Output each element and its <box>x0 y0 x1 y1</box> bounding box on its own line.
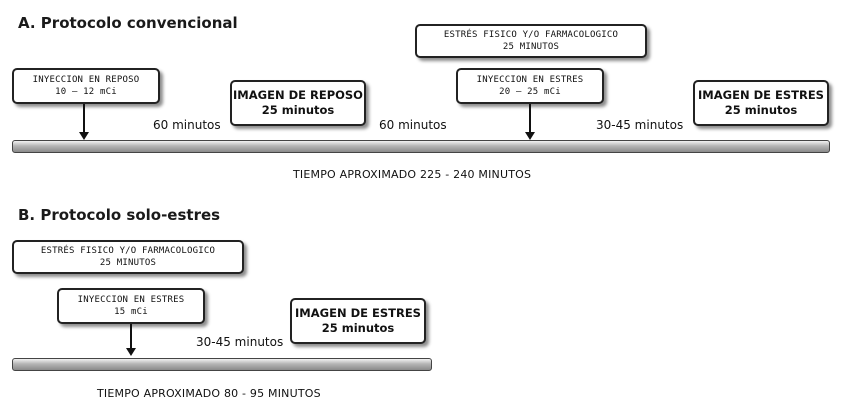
section-b-stress-image-line1: IMAGEN DE ESTRES <box>295 306 421 320</box>
section-b-title: B. Protocolo solo-estres <box>18 206 221 224</box>
section-a-timeline-bar <box>12 140 830 153</box>
section-a-rest-image-line1: IMAGEN DE REPOSO <box>233 88 363 102</box>
section-a-interval-1: 60 minutos <box>153 118 221 132</box>
section-a-stress-image-line1: IMAGEN DE ESTRES <box>698 88 824 102</box>
section-b-stress-image-line2: 25 minutos <box>321 321 395 335</box>
section-a-stress-box: ESTRÉS FISICO Y/O FARMACOLOGICO 25 MINUT… <box>415 24 647 58</box>
section-a-total-time: TIEMPO APROXIMADO 225 - 240 MINUTOS <box>293 168 532 181</box>
section-a-interval-2: 60 minutos <box>379 118 447 132</box>
section-a-rest-image-box: IMAGEN DE REPOSO 25 minutos <box>230 80 366 126</box>
section-b-stress-box: ESTRÉS FISICO Y/O FARMACOLOGICO 25 MINUT… <box>12 240 244 274</box>
section-b-total-time: TIEMPO APROXIMADO 80 - 95 MINUTOS <box>97 387 321 400</box>
section-b-stress-injection-line2: 15 mCi <box>114 307 148 317</box>
section-a-stress-line1: ESTRÉS FISICO Y/O FARMACOLOGICO <box>443 30 619 40</box>
section-a-rest-injection-line1: INYECCION EN REPOSO <box>32 75 140 85</box>
section-a-stress-image-line2: 25 minutos <box>724 103 798 117</box>
section-a-stress-injection-line2: 20 – 25 mCi <box>499 87 561 97</box>
section-b-interval-1: 30-45 minutos <box>196 335 284 349</box>
section-a-stress-line2: 25 MINUTOS <box>502 42 560 52</box>
section-a-rest-image-line2: 25 minutos <box>261 103 335 117</box>
section-a-stress-image-box: IMAGEN DE ESTRES 25 minutos <box>693 80 829 126</box>
section-a-interval-3: 30-45 minutos <box>596 118 684 132</box>
section-b-stress-injection-line1: INYECCION EN ESTRES <box>77 295 185 305</box>
section-a-rest-injection-box: INYECCION EN REPOSO 10 – 12 mCi <box>12 68 160 104</box>
section-b-timeline-bar <box>12 358 432 371</box>
section-b-stress-injection-box: INYECCION EN ESTRES 15 mCi <box>57 288 205 324</box>
section-b-stress-line1: ESTRÉS FISICO Y/O FARMACOLOGICO <box>40 246 216 256</box>
section-a-stress-injection-box: INYECCION EN ESTRES 20 – 25 mCi <box>456 68 604 104</box>
section-a-title: A. Protocolo convencional <box>18 14 238 32</box>
section-b-stress-line2: 25 MINUTOS <box>99 258 157 268</box>
section-a-stress-injection-line1: INYECCION EN ESTRES <box>476 75 584 85</box>
section-b-stress-image-box: IMAGEN DE ESTRES 25 minutos <box>290 298 426 344</box>
section-a-rest-injection-line2: 10 – 12 mCi <box>55 87 117 97</box>
